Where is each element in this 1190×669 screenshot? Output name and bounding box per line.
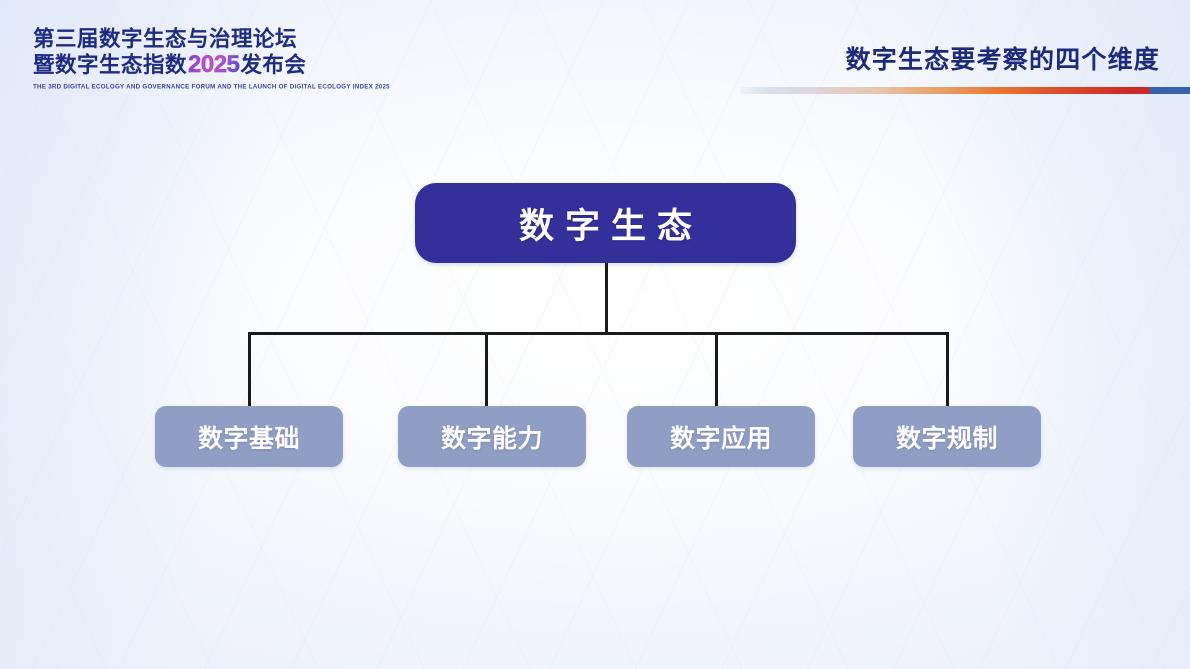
logo-line-2: 暨数字生态指数 2025 发布会: [33, 51, 318, 78]
chart-child-node-3: 数字应用: [627, 406, 815, 467]
connector-trunk: [605, 263, 608, 335]
chart-child-node-3-label: 数字应用: [669, 424, 772, 453]
logo-subtitle-english: THE 3RD DIGITAL ECOLOGY AND GOVERNANCE F…: [33, 83, 390, 91]
page-title: 数字生态要考察的四个维度: [845, 46, 1160, 74]
logo-line-2-suffix: 发布会: [240, 53, 307, 77]
chart-child-node-1-label: 数字基础: [197, 424, 300, 453]
connector-drop-1: [248, 332, 251, 407]
logo-year-2025: 2025: [188, 51, 240, 78]
chart-child-node-1: 数字基础: [155, 406, 343, 467]
title-underline-rule: [740, 87, 1190, 94]
chart-root-node-label: 数字生态: [518, 206, 703, 246]
chart-root-node: 数字生态: [415, 183, 796, 263]
connector-horizontal-bar: [249, 332, 949, 335]
chart-child-node-2: 数字能力: [398, 406, 586, 467]
chart-child-node-4-label: 数字规制: [895, 424, 998, 453]
logo-line-2-prefix: 暨数字生态指数: [33, 53, 188, 77]
connector-drop-2: [485, 332, 488, 407]
connector-drop-4: [946, 332, 949, 407]
chart-child-node-2-label: 数字能力: [440, 424, 543, 453]
forum-logo: 第三届数字生态与治理论坛 暨数字生态指数 2025 发布会 THE 3RD DI…: [33, 26, 390, 91]
connector-drop-3: [715, 332, 718, 407]
chart-child-node-4: 数字规制: [853, 406, 1041, 467]
logo-line-1: 第三届数字生态与治理论坛: [33, 27, 298, 51]
